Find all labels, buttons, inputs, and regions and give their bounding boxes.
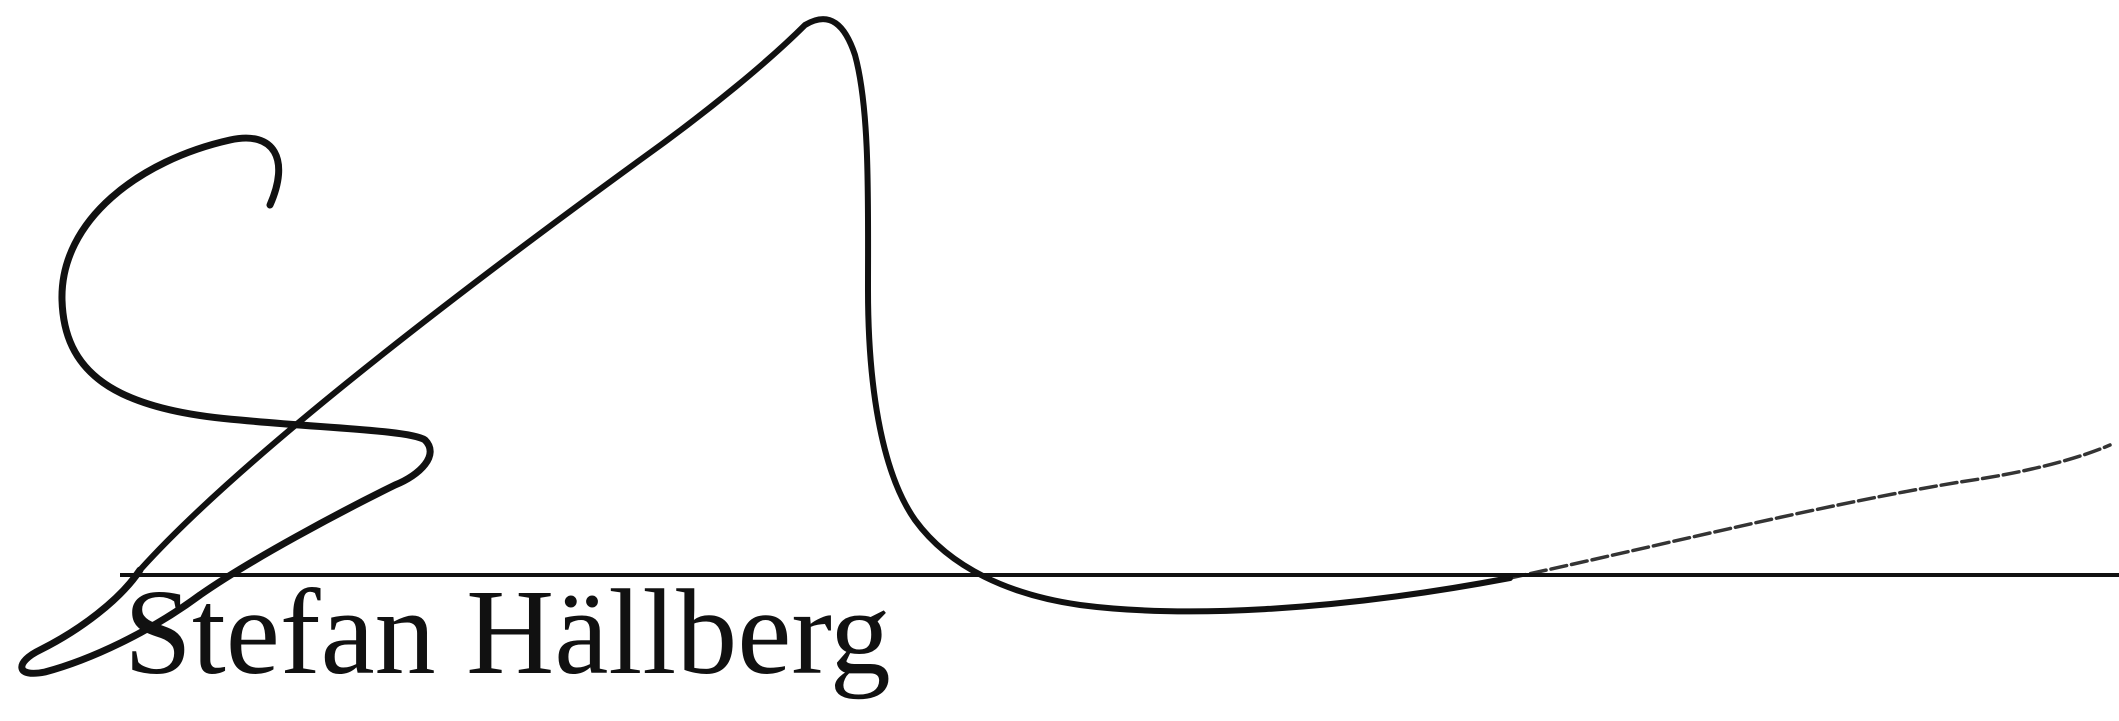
handwritten-signature-stroke — [137, 16, 1513, 615]
handwritten-signature-stroke — [18, 134, 434, 677]
handwritten-signature-stroke — [1508, 443, 2112, 580]
signatory-name: Stefan Hällberg — [124, 565, 891, 700]
